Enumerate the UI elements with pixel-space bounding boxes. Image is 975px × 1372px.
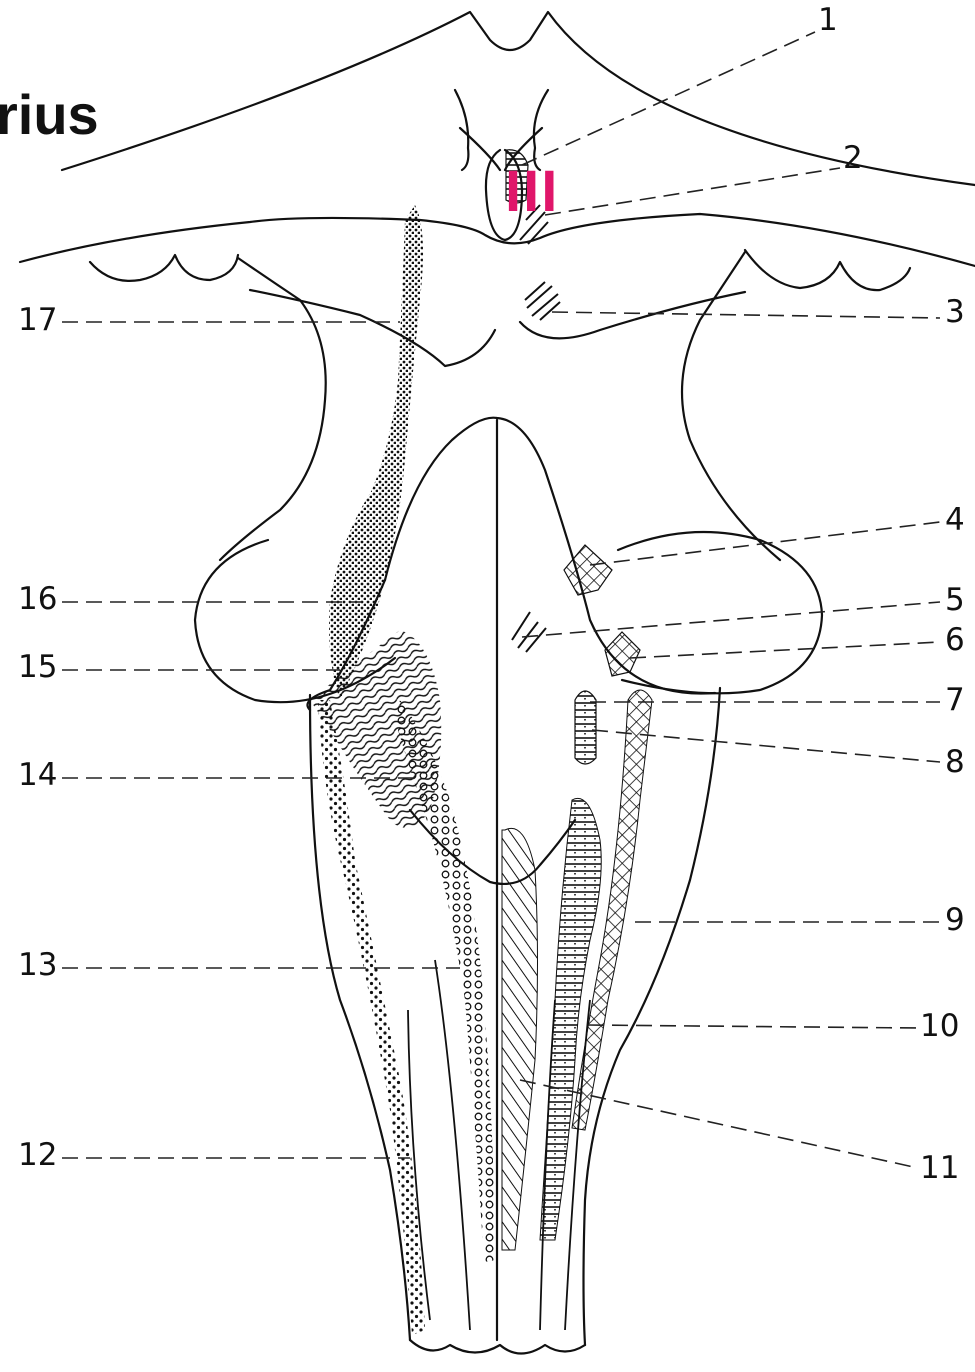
region-16-17 xyxy=(329,205,423,700)
label-5: 5 xyxy=(945,582,965,618)
label-17: 17 xyxy=(18,302,57,338)
label-12: 12 xyxy=(18,1137,57,1173)
label-11: 11 xyxy=(920,1150,959,1186)
label-6: 6 xyxy=(945,622,965,658)
region-6 xyxy=(605,632,640,676)
label-1: 1 xyxy=(818,2,838,38)
label-10: 10 xyxy=(920,1008,959,1044)
label-7: 7 xyxy=(945,682,965,718)
region-5 xyxy=(512,612,546,652)
label-8: 8 xyxy=(945,744,965,780)
label-3: 3 xyxy=(945,294,965,330)
label-15: 15 xyxy=(18,649,57,685)
region-3 xyxy=(525,282,560,320)
label-14: 14 xyxy=(18,757,57,793)
region-11 xyxy=(502,828,538,1250)
label-16: 16 xyxy=(18,581,57,617)
diencephalon-outline xyxy=(20,12,975,290)
label-4: 4 xyxy=(945,502,965,538)
leader-lines xyxy=(62,32,940,1168)
label-9: 9 xyxy=(945,902,965,938)
label-13: 13 xyxy=(18,947,57,983)
label-2: 2 xyxy=(843,140,863,176)
slide-title: rius xyxy=(0,82,99,147)
number-labels: 1 2 3 4 5 6 7 8 9 10 11 12 13 14 15 16 1… xyxy=(18,2,965,1186)
nerve-iii-label: III xyxy=(505,163,559,221)
